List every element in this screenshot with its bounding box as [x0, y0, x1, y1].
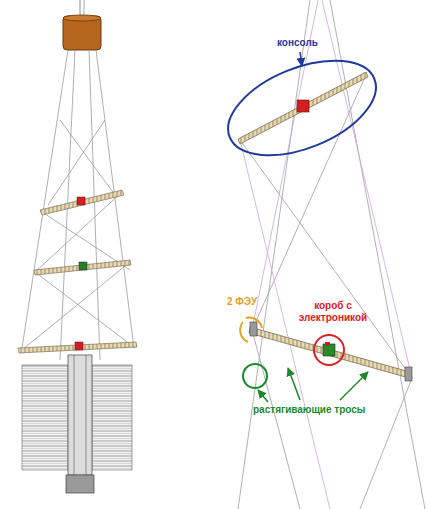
part-label: растягивающие тросы [252, 404, 366, 416]
part-label: консоль [276, 37, 319, 49]
part-label: короб с электроникой [294, 300, 372, 323]
mast-overview [18, 0, 137, 493]
mast-detail [215, 0, 425, 509]
part-label: 2 ФЭУ [226, 296, 258, 308]
